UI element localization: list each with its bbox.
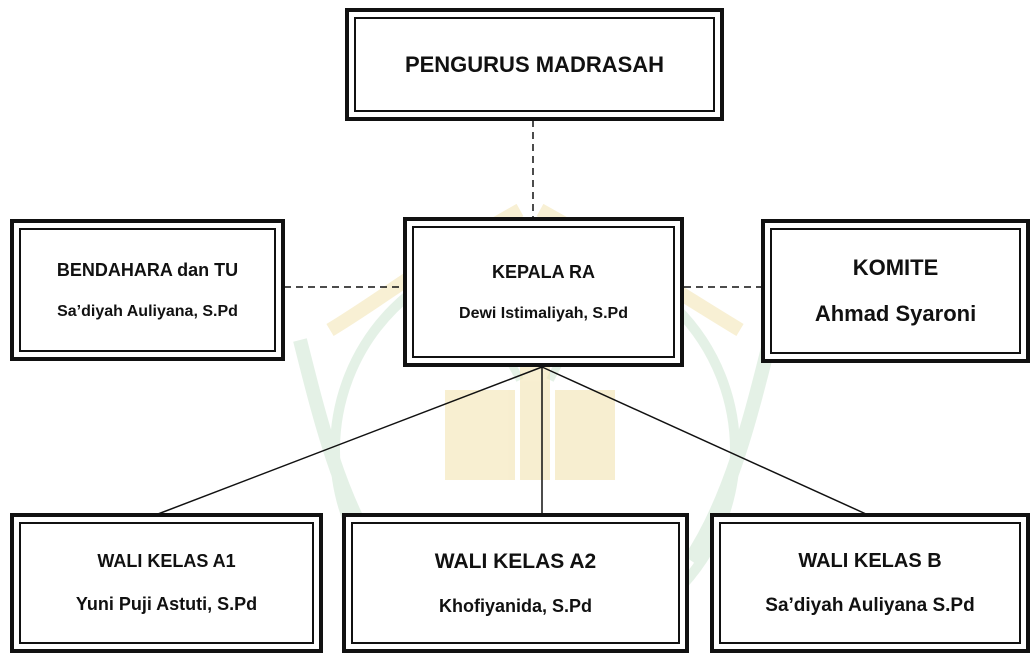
node-person: Sa’diyah Auliyana S.Pd	[765, 594, 975, 616]
node-person: Ahmad Syaroni	[814, 301, 977, 326]
node-title: KEPALA RA	[492, 261, 595, 282]
connector-head-a1	[157, 366, 543, 515]
node-pengurus-madrasah: PENGURUS MADRASAH	[345, 8, 724, 121]
node-title: WALI KELAS A1	[97, 551, 236, 571]
node-title: BENDAHARA dan TU	[56, 259, 239, 280]
node-wali-kelas-a2: WALI KELAS A2 Khofiyanida, S.Pd	[342, 513, 689, 653]
node-kepala-ra: KEPALA RA Dewi Istimaliyah, S.Pd	[403, 217, 684, 367]
node-wali-kelas-b: WALI KELAS B Sa’diyah Auliyana S.Pd	[710, 513, 1030, 653]
node-title: WALI KELAS A2	[434, 549, 597, 573]
node-wali-kelas-a1: WALI KELAS A1 Yuni Puji Astuti, S.Pd	[10, 513, 323, 653]
node-bendahara-tu: BENDAHARA dan TU Sa’diyah Auliyana, S.Pd	[10, 219, 285, 361]
node-person: Khofiyanida, S.Pd	[438, 595, 593, 616]
node-komite: KOMITE Ahmad Syaroni	[761, 219, 1030, 363]
node-person: Sa’diyah Auliyana, S.Pd	[57, 302, 238, 320]
node-person: Dewi Istimaliyah, S.Pd	[459, 304, 628, 322]
node-person: Yuni Puji Astuti, S.Pd	[75, 594, 258, 614]
node-title: KOMITE	[852, 255, 939, 280]
node-title: PENGURUS MADRASAH	[404, 51, 665, 77]
node-title: WALI KELAS B	[798, 549, 942, 572]
connector-head-b	[541, 366, 867, 515]
